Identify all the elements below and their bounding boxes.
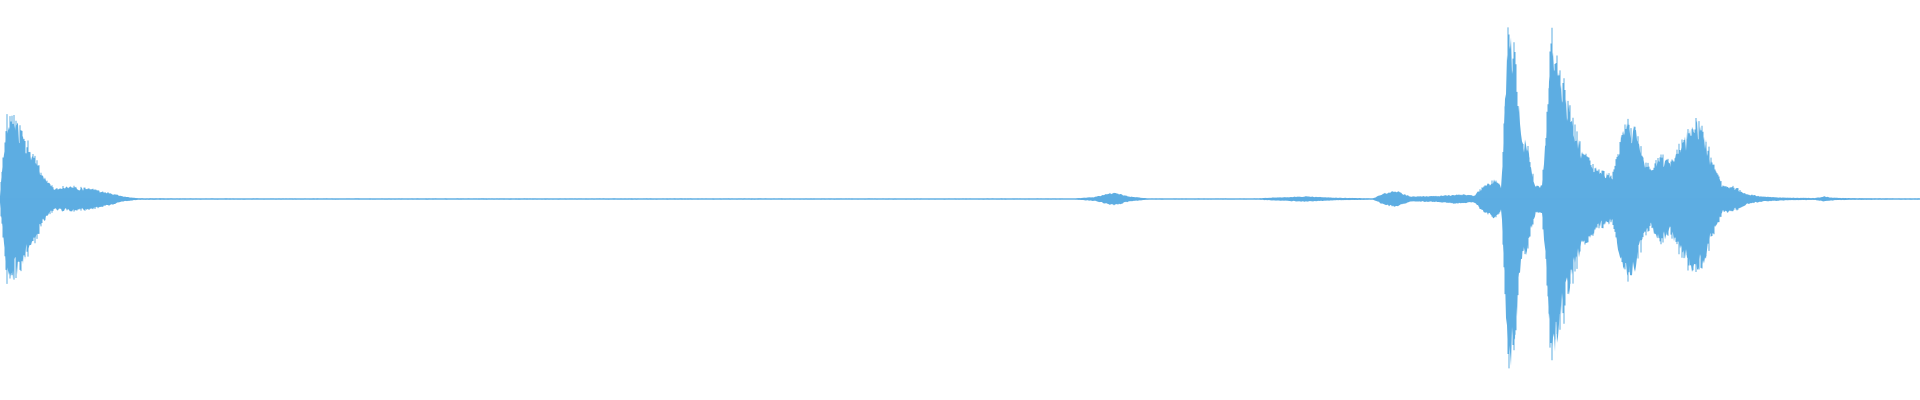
audio-waveform bbox=[0, 27, 1920, 369]
